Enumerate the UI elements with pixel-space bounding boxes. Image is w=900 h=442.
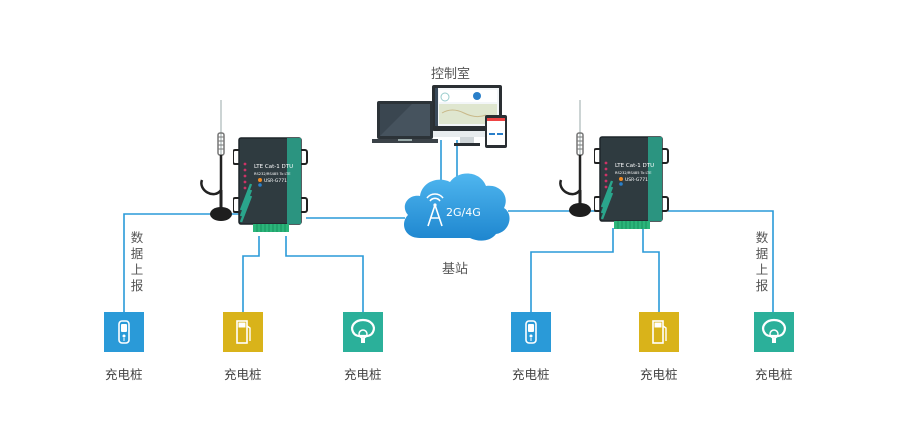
charging-pile <box>511 312 551 352</box>
data-upload-label-right: 数据上报 <box>755 230 769 293</box>
dtu-model: USR-G771 <box>264 179 287 184</box>
charging-plug-icon <box>351 318 375 343</box>
charger-handheld-icon <box>118 320 130 344</box>
charging-pile-label: 充电桩 <box>344 367 382 382</box>
charging-pile-label: 充电桩 <box>640 367 678 382</box>
charging-pile-label: 充电桩 <box>512 367 550 382</box>
dtu-body <box>233 137 308 232</box>
charging-pile <box>343 312 383 352</box>
dtu-subtitle: RS232/RS485 To LTE <box>254 172 291 176</box>
dtu-model: USR-G771 <box>625 178 648 183</box>
cloud-icon <box>404 173 510 241</box>
line-right-dtu-pile5 <box>642 228 660 312</box>
line-right-upload <box>668 210 774 312</box>
charging-pile <box>104 312 144 352</box>
data-upload-label-left: 数据上报 <box>130 230 144 293</box>
charging-pile-label: 充电桩 <box>105 367 143 382</box>
antenna-icon <box>559 100 591 217</box>
line-left-dtu-pile3 <box>285 236 364 312</box>
dtu-title: LTE Cat-1 DTU <box>254 164 294 170</box>
fuel-pump-icon <box>236 320 251 344</box>
control-room-label: 控制室 <box>431 67 471 82</box>
charging-plug-icon <box>762 318 786 343</box>
charging-pile <box>639 312 679 352</box>
charging-pile <box>223 312 263 352</box>
line-left-dtu-pile2 <box>242 236 260 312</box>
antenna-icon <box>200 100 232 221</box>
dtu-body <box>594 136 669 229</box>
antenna-tower-icon <box>426 193 444 227</box>
line-right-dtu-pile4 <box>530 228 614 312</box>
fuel-pump-icon <box>652 320 667 344</box>
computer-devices-icon <box>372 85 507 148</box>
charging-pile-label: 充电桩 <box>224 367 262 382</box>
dtu-title: LTE Cat-1 DTU <box>615 163 655 169</box>
network-type-label: 2G/4G <box>446 206 481 219</box>
charging-pile <box>754 312 794 352</box>
line-left-upload <box>123 213 240 312</box>
dtu-subtitle: RS232/RS485 To LTE <box>615 171 652 175</box>
base-station-label: 基站 <box>442 262 469 277</box>
charging-pile-label: 充电桩 <box>755 367 793 382</box>
charger-handheld-icon <box>525 320 537 344</box>
